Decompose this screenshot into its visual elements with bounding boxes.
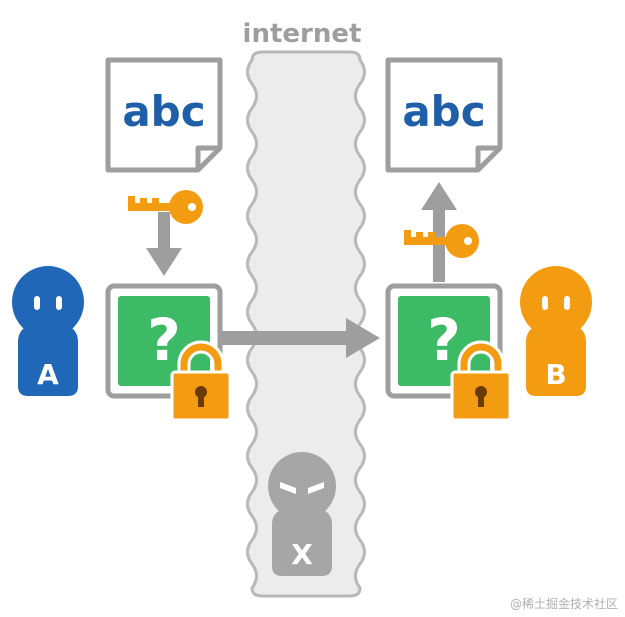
document-icon-left	[105, 57, 223, 173]
document-text-right: abc	[402, 87, 485, 136]
person-label-x: X	[291, 538, 313, 571]
person-label-b: B	[545, 358, 566, 391]
internet-band	[246, 50, 366, 598]
box-question-mark-left: ?	[147, 306, 181, 374]
box-question-mark-right: ?	[427, 306, 461, 374]
padlock-icon-left	[170, 340, 232, 422]
person-icon-b	[520, 266, 592, 396]
key-icon-right	[404, 224, 479, 258]
arrow-right-transmit	[220, 318, 380, 358]
internet-label: internet	[243, 19, 362, 49]
watermark: @稀土掘金技术社区	[510, 596, 618, 611]
document-text-left: abc	[122, 87, 205, 136]
attacker-icon	[268, 452, 336, 576]
padlock-icon-right	[450, 340, 512, 422]
document-icon-right	[385, 57, 503, 173]
arrow-down-left	[146, 212, 182, 276]
person-icon-a	[12, 266, 84, 396]
person-label-a: A	[37, 358, 59, 391]
key-icon-left	[128, 190, 203, 224]
